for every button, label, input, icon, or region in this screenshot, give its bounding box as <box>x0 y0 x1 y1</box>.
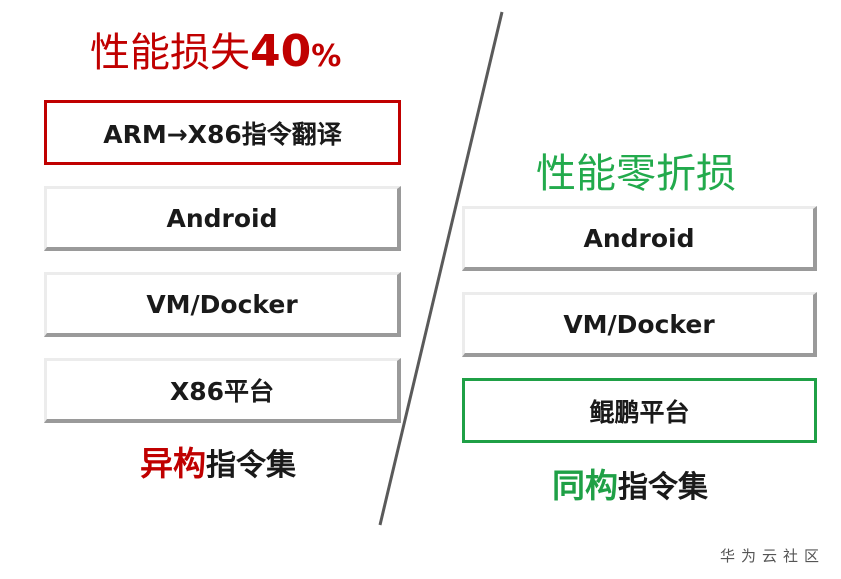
right-box-kunpeng-platform: 鲲鹏平台 <box>462 378 817 443</box>
right-title: 性能零折损 <box>536 151 736 197</box>
left-box-vm-docker: VM/Docker <box>44 272 401 337</box>
left-title-prefix: 性能损失 <box>90 30 250 76</box>
left-title-number: 40 <box>250 26 312 77</box>
left-caption: 异构指令集 <box>140 444 296 486</box>
left-caption-rest: 指令集 <box>206 448 296 483</box>
left-box-x86-platform: X86平台 <box>44 358 401 423</box>
right-caption: 同构指令集 <box>552 466 708 508</box>
right-box-vm-docker: VM/Docker <box>462 292 817 357</box>
left-title: 性能损失40% <box>90 28 341 81</box>
left-title-suffix: % <box>311 39 342 74</box>
right-caption-rest: 指令集 <box>618 470 708 505</box>
left-caption-highlight: 异构 <box>140 444 206 483</box>
left-box-translation: ARM→X86指令翻译 <box>44 100 401 165</box>
right-caption-highlight: 同构 <box>552 466 618 505</box>
right-box-android: Android <box>462 206 817 271</box>
left-box-android: Android <box>44 186 401 251</box>
watermark: 华为云社区 <box>719 547 825 565</box>
